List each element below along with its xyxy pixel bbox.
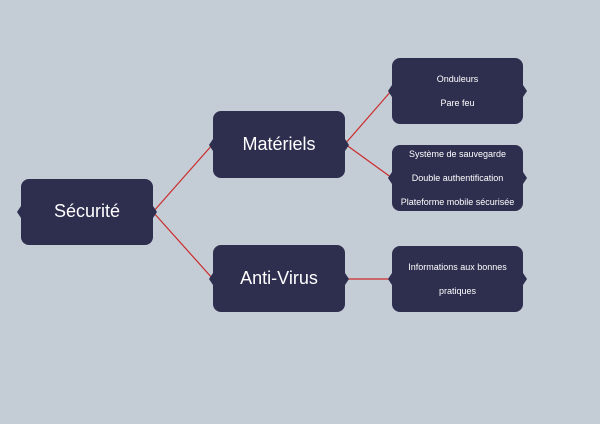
branch-node-materiels[interactable]: Matériels bbox=[209, 111, 349, 178]
leaf-node-text: Système de sauvegarde Double authentific… bbox=[401, 136, 515, 220]
connector-root-antivirus bbox=[152, 211, 214, 280]
node-notch bbox=[388, 273, 392, 285]
leaf-node-text: Informations aux bonnes pratiques bbox=[408, 249, 507, 309]
leaf-line: Pare feu bbox=[440, 98, 475, 108]
branch-node-label: Anti-Virus bbox=[240, 267, 318, 288]
node-notch bbox=[345, 272, 349, 285]
leaf-line: pratiques bbox=[438, 286, 477, 296]
node-notch bbox=[523, 85, 527, 97]
leaf-line: Plateforme mobile sécurisée bbox=[400, 197, 515, 207]
branch-node-label: Matériels bbox=[242, 133, 316, 154]
connector-materiels-leaf2 bbox=[344, 143, 393, 179]
leaf-line: Double authentification bbox=[411, 173, 504, 183]
leaf-node-informations[interactable]: Informations aux bonnes pratiques bbox=[388, 246, 527, 312]
node-notch bbox=[153, 206, 157, 218]
branch-node-antivirus[interactable]: Anti-Virus bbox=[209, 245, 349, 312]
root-node[interactable]: Sécurité bbox=[17, 179, 157, 245]
node-notch bbox=[209, 272, 213, 285]
connector-materiels-leaf1 bbox=[344, 89, 393, 145]
node-notch bbox=[345, 138, 349, 151]
node-notch bbox=[523, 273, 527, 285]
node-notch bbox=[388, 85, 392, 97]
root-node-label: Sécurité bbox=[53, 201, 121, 222]
node-notch bbox=[523, 172, 527, 184]
leaf-line: Onduleurs bbox=[436, 74, 479, 84]
leaf-node-text: Onduleurs Pare feu bbox=[437, 61, 479, 121]
leaf-node-onduleurs[interactable]: Onduleurs Pare feu bbox=[388, 58, 527, 124]
node-notch bbox=[209, 138, 213, 151]
leaf-node-sauvegarde[interactable]: Système de sauvegarde Double authentific… bbox=[388, 145, 527, 211]
node-notch bbox=[388, 172, 392, 184]
leaf-line: Informations aux bonnes bbox=[408, 262, 507, 272]
leaf-line: Système de sauvegarde bbox=[408, 149, 507, 159]
connector-root-materiels bbox=[152, 143, 214, 213]
node-notch bbox=[17, 206, 21, 218]
